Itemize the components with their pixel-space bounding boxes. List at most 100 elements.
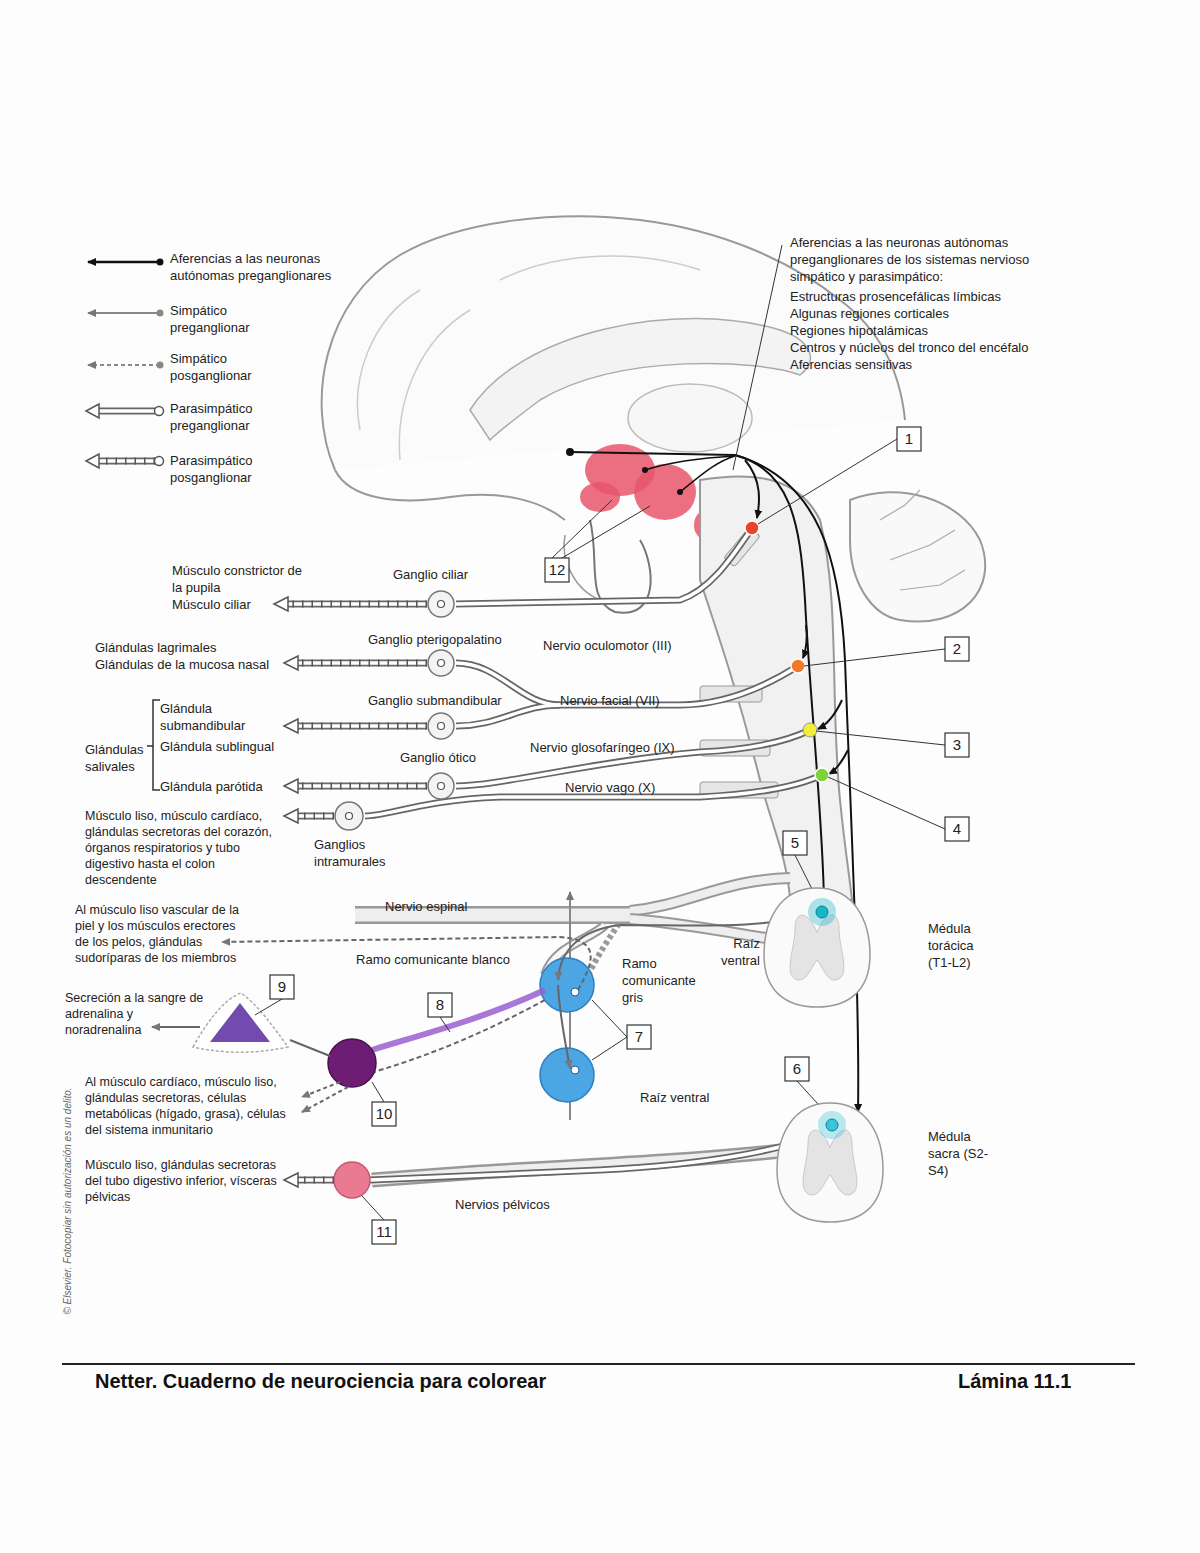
annotation-text: Al músculo cardíaco, músculo liso, glánd… bbox=[85, 1074, 300, 1138]
annotation-text: Nervio vago (X) bbox=[565, 779, 655, 796]
beaded-fiber bbox=[297, 1178, 334, 1182]
copyright-note: © Elsevier. Fotocopiar sin autorización … bbox=[62, 1036, 74, 1366]
salivatory-nucleus bbox=[791, 659, 805, 673]
ganglion-circle bbox=[428, 713, 454, 739]
annotation-text: Músculo constrictor de la pupila bbox=[172, 562, 312, 596]
oculomotor-nerve bbox=[456, 528, 752, 604]
annotation-text: Secreción a la sangre de adrenalina y no… bbox=[65, 990, 205, 1038]
annotation-text: Músculo liso, músculo cardíaco, glándula… bbox=[85, 808, 285, 888]
ganglion-shape bbox=[427, 772, 455, 800]
cerebellum-folia bbox=[880, 490, 965, 590]
preganglionic-nucleus bbox=[826, 1119, 838, 1131]
legend-text: Aferencias a las neuronas autónomas preg… bbox=[170, 250, 345, 284]
parasympathetic-post-sample bbox=[98, 458, 155, 465]
annotation-text: Raíz ventral bbox=[640, 1089, 709, 1106]
ganglion-circle bbox=[335, 802, 363, 830]
annotation-text: Nervio glosofaríngeo (IX) bbox=[530, 739, 675, 756]
afferent-line bbox=[735, 455, 858, 1112]
sample-dot bbox=[155, 407, 164, 416]
cortex-outline bbox=[335, 470, 565, 520]
callout-box bbox=[545, 558, 569, 582]
callout-box bbox=[270, 975, 294, 999]
hollow-head bbox=[284, 719, 298, 733]
cord-shape bbox=[775, 1100, 885, 1225]
adrenal-medulla bbox=[210, 1003, 270, 1042]
facial-branch bbox=[456, 705, 560, 726]
annotation-text: Nervios pélvicos bbox=[455, 1196, 550, 1213]
callout-number: 8 bbox=[428, 993, 452, 1017]
hollow-head bbox=[86, 454, 99, 468]
salivatory-nucleus bbox=[803, 723, 817, 737]
vagal-nucleus bbox=[815, 768, 829, 782]
cerebellum bbox=[850, 492, 985, 621]
legend-text: Parasimpático preganglionar bbox=[170, 400, 270, 434]
edinger-westphal-nucleus bbox=[745, 521, 759, 535]
preganglionic-nucleus bbox=[816, 906, 828, 918]
nerve-roots bbox=[700, 527, 778, 798]
footer-text: Lámina 11.1 bbox=[958, 1368, 1071, 1394]
callout-number: 4 bbox=[945, 817, 969, 841]
hollow-head bbox=[284, 1173, 298, 1187]
ganglion-circle bbox=[428, 650, 454, 676]
annotation-text: Ramo comunicante blanco bbox=[330, 951, 510, 968]
ganglion-circle bbox=[428, 773, 454, 799]
afferent-line bbox=[735, 455, 824, 903]
callout-boxes bbox=[270, 427, 969, 1244]
node-heading: Ganglios intramurales bbox=[314, 836, 402, 870]
callout-number: 3 bbox=[945, 733, 969, 757]
callout-number: 7 bbox=[627, 1025, 651, 1049]
callout-box bbox=[945, 733, 969, 757]
annotation-text: Al músculo liso vascular de la piel y lo… bbox=[75, 902, 250, 966]
afferent-line bbox=[818, 700, 842, 729]
annotation-text: Raíz ventral bbox=[706, 935, 760, 969]
parasympathetic-pre-sample bbox=[98, 408, 155, 415]
callout-box bbox=[627, 1025, 651, 1049]
legend-text: Simpático posganglionar bbox=[170, 350, 270, 384]
dorsal-root bbox=[630, 878, 790, 911]
sample-dot bbox=[157, 362, 164, 369]
ganglion: Ganglio ciliar bbox=[427, 590, 455, 618]
neuron-body bbox=[438, 783, 445, 790]
cord-outline bbox=[764, 888, 870, 1007]
spinal-cord-section: Médula sacra (S2-S4) bbox=[775, 1100, 885, 1225]
annotation-text: Ramo comunicante gris bbox=[622, 955, 712, 1006]
bead-marks bbox=[297, 1177, 334, 1184]
annotation-text: Músculo liso, glándulas secretoras del t… bbox=[85, 1157, 280, 1205]
afferent-line bbox=[745, 460, 759, 518]
ganglion-circle bbox=[428, 591, 454, 617]
beaded-fiber bbox=[297, 1177, 334, 1184]
node-heading: Ganglio ótico bbox=[400, 749, 476, 766]
sample-dot bbox=[157, 259, 164, 266]
postganglionic-arrows bbox=[274, 597, 427, 823]
node-heading: Ganglio pterigopalatino bbox=[368, 631, 502, 648]
callout-number: 6 bbox=[785, 1057, 809, 1081]
annotation-text: Aferencias sensitivas bbox=[790, 356, 912, 373]
ganglion-shape bbox=[427, 649, 455, 677]
callout-number: 12 bbox=[545, 558, 569, 582]
splanchnic-nerve bbox=[372, 990, 545, 1050]
leader-line bbox=[255, 439, 945, 1220]
annotation-text: Glándula submandibular bbox=[160, 700, 270, 734]
annotation-text: Estructuras prosencefálicas límbicas bbox=[790, 288, 1001, 305]
pelvic-preganglionic bbox=[370, 1125, 835, 1180]
callout-box bbox=[945, 637, 969, 661]
callout-box bbox=[428, 993, 452, 1017]
ganglion: Ganglio pterigopalatino bbox=[427, 649, 455, 677]
afferent-line bbox=[570, 452, 735, 455]
callout-box bbox=[897, 427, 921, 451]
neuron-body bbox=[438, 660, 445, 667]
sympathetic-postganglionic bbox=[302, 1087, 348, 1112]
sacral-outflow bbox=[284, 1125, 835, 1198]
neuron-body bbox=[438, 723, 445, 730]
dorsal-root bbox=[630, 878, 790, 911]
nucleus-glow bbox=[818, 1111, 846, 1139]
neuron-body bbox=[571, 1066, 579, 1074]
ganglion: Ganglio ótico bbox=[427, 772, 455, 800]
sympathetic-post-sample bbox=[88, 364, 160, 366]
callout-number: 9 bbox=[270, 975, 294, 999]
leader-line bbox=[733, 245, 782, 470]
legend-text: Simpático preganglionar bbox=[170, 302, 270, 336]
legend-samples bbox=[86, 259, 164, 469]
